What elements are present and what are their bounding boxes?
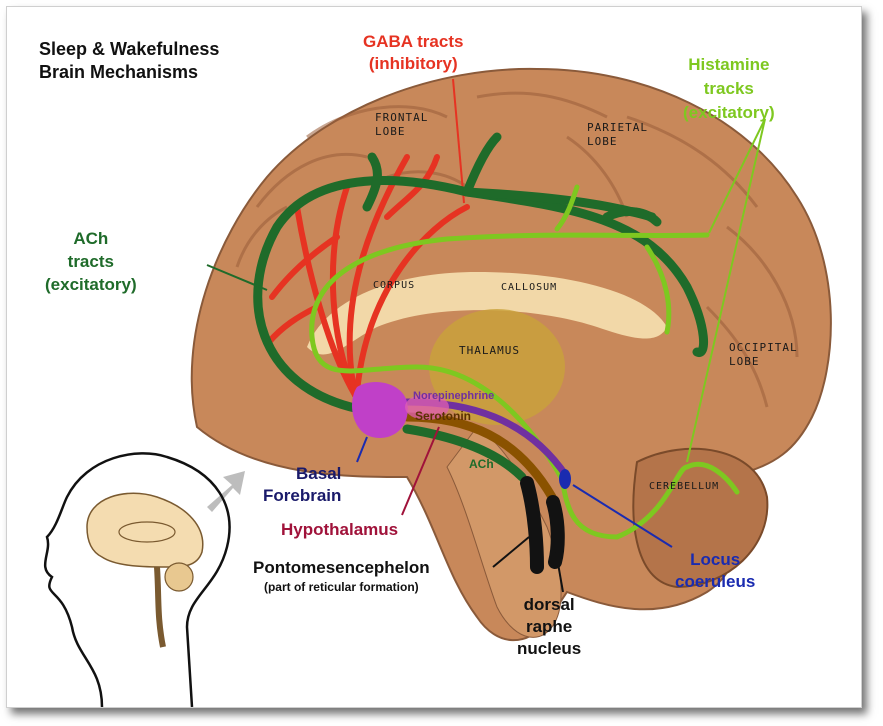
hypothalamus-label: Hypothalamus <box>281 520 399 539</box>
ach-label: ACh tracts (excitatory) <box>45 227 137 296</box>
hypothalamus-pointer <box>401 426 440 516</box>
corpus-label: CORPUS <box>373 280 416 291</box>
cerebellum-label: CEREBELLUM <box>649 481 720 492</box>
ach-label-line-3: (excitatory) <box>45 275 137 294</box>
histamine-label-line-2: tracks <box>703 79 754 98</box>
pontomesencephelon-label: Pontomesencephelon (part of reticular fo… <box>253 557 430 595</box>
diagram-frame: Sleep & Wakefulness Brain Mechanisms GAB… <box>6 6 862 708</box>
histamine-label: Histamine tracks (excitatory) <box>683 53 775 125</box>
title-line-2: Brain Mechanisms <box>39 62 199 82</box>
basal-forebrain-pointer <box>356 436 368 463</box>
diagram-title: Sleep & Wakefulness Brain Mechanisms <box>39 38 219 84</box>
occipital-lobe-line-2: LOBE <box>729 355 760 368</box>
gaba-label: GABA tracts (inhibitory) <box>363 31 463 75</box>
hypothalamus <box>405 394 449 420</box>
basal-forebrain-label: Basal Forebrain <box>263 463 341 507</box>
dorsal-raphe-line-1: dorsal <box>523 595 575 614</box>
locus-coeruleus-label: Locus coeruleus <box>675 549 755 593</box>
title-line-1: Sleep & Wakefulness <box>39 39 220 59</box>
gaba-pointer <box>452 78 465 204</box>
head-icon <box>43 452 231 707</box>
histamine-label-line-1: Histamine <box>688 55 770 74</box>
orientation-arrow <box>207 471 245 512</box>
thalamus <box>429 309 565 425</box>
dorsal-raphe-label: dorsal raphe nucleus <box>517 594 581 660</box>
pontomesencephelon-line-1: Pontomesencephelon <box>253 558 430 577</box>
pontomesencephelon-bands <box>520 476 565 574</box>
serotonin-label: Serotonin <box>415 409 471 423</box>
brain-diagram <box>43 67 832 707</box>
basal-forebrain <box>352 382 408 438</box>
ach-pointer <box>206 264 268 291</box>
parietal-lobe-label: PARIETAL LOBE <box>587 121 648 149</box>
parietal-lobe-line-1: PARIETAL <box>587 121 648 134</box>
histamine-label-line-3: (excitatory) <box>683 103 775 122</box>
cerebellum <box>632 447 769 589</box>
basal-forebrain-line-2: Forebrain <box>263 486 342 505</box>
callosum-label: CALLOSUM <box>501 282 558 293</box>
dorsal-raphe-line-3: nucleus <box>517 639 582 658</box>
locus-coeruleus-line-2: coeruleus <box>675 572 756 591</box>
dorsal-raphe-pointer <box>555 551 564 593</box>
ach-label-line-1: ACh <box>73 229 109 248</box>
frontal-lobe-label: FRONTAL LOBE <box>375 111 428 139</box>
histamine-tracts <box>309 184 740 540</box>
thalamus-label: THALAMUS <box>459 344 520 357</box>
parietal-lobe-line-2: LOBE <box>587 135 618 148</box>
dorsal-raphe-line-2: raphe <box>525 617 573 636</box>
locus-pointer <box>572 484 673 548</box>
ach-label-line-2: tracts <box>67 252 114 271</box>
gaba-label-line-2: (inhibitory) <box>368 54 458 73</box>
norepinephrine-label: Norepinephrine <box>413 390 495 402</box>
mini-brain-icon <box>86 492 204 648</box>
gaba-label-line-1: GABA tracts <box>363 32 464 51</box>
locus-coeruleus <box>559 469 571 489</box>
ach-small-label: ACh <box>469 457 494 471</box>
occipital-lobe-line-1: OCCIPITAL <box>729 341 798 354</box>
corpus-callosum <box>307 272 667 355</box>
ach-tracts <box>253 132 709 482</box>
basal-forebrain-line-1: Basal <box>296 464 342 483</box>
pontomesencephelon-pointer <box>492 536 530 568</box>
locus-coeruleus-line-1: Locus <box>690 550 741 569</box>
frontal-lobe-line-1: FRONTAL <box>375 111 429 124</box>
pontomesencephelon-line-2: (part of reticular formation) <box>263 580 419 594</box>
histamine-pointers <box>686 118 766 463</box>
frontal-lobe-line-2: LOBE <box>375 125 406 138</box>
occipital-lobe-label: OCCIPITAL LOBE <box>729 341 798 369</box>
